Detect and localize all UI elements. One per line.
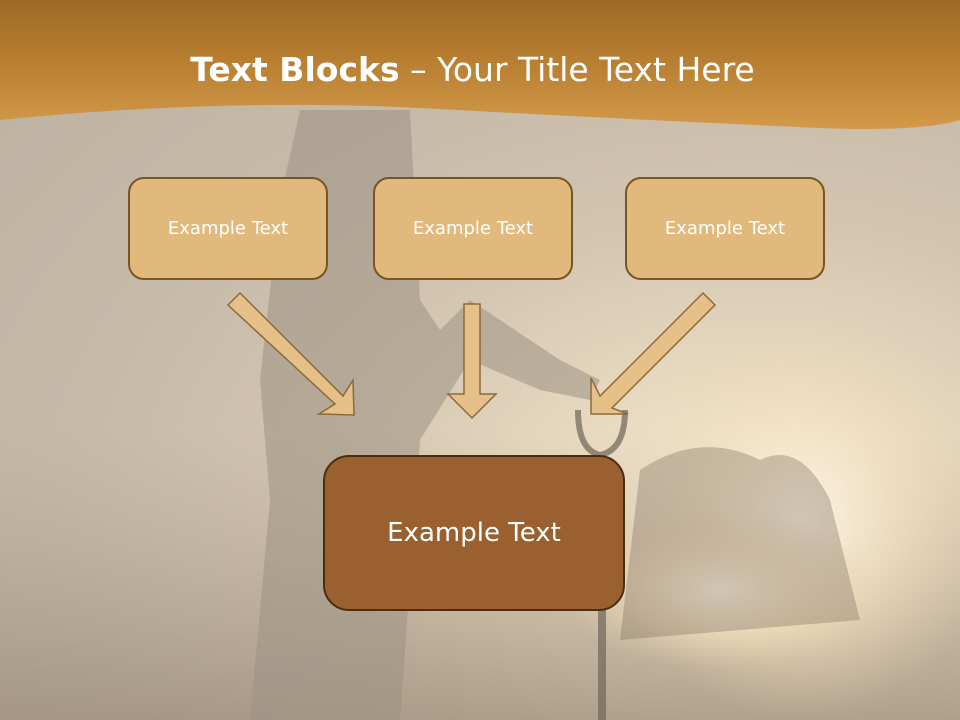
title-bold: Text Blocks	[190, 50, 400, 89]
text-box-right-label: Example Text	[664, 218, 786, 239]
text-box-left-label: Example Text	[167, 218, 289, 239]
arrow-left[interactable]	[226, 291, 355, 416]
arrow-center[interactable]	[446, 303, 498, 420]
title-rest: Your Title Text Here	[437, 50, 755, 89]
text-box-center[interactable]: Example Text	[373, 177, 573, 280]
arrow-right[interactable]	[590, 291, 717, 415]
slide-title[interactable]: Text Blocks – Your Title Text Here	[0, 50, 945, 89]
center-text-box-label: Example Text	[387, 518, 561, 548]
title-dash: –	[399, 50, 438, 89]
text-box-center-label: Example Text	[412, 218, 534, 239]
text-box-right[interactable]: Example Text	[625, 177, 825, 280]
header-band	[0, 0, 960, 129]
center-text-box[interactable]: Example Text	[323, 455, 625, 611]
text-box-left[interactable]: Example Text	[128, 177, 328, 280]
